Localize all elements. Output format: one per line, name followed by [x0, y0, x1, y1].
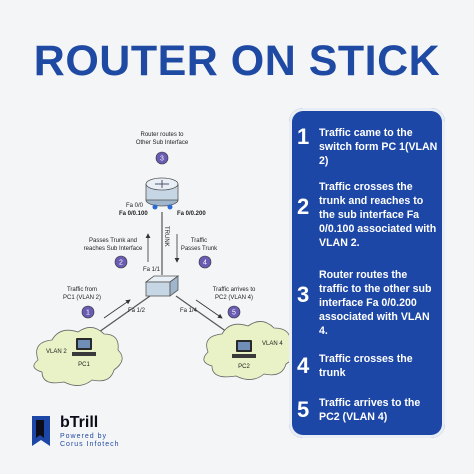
badge-1: 1 — [81, 305, 95, 319]
arrow-switch-to-pc2 — [195, 299, 223, 319]
pc1-icon — [72, 338, 96, 356]
router-port-fa00: Fa 0/0 — [126, 203, 144, 209]
switch-port-fa12: Fa 1/2 — [128, 308, 146, 314]
pc2-caption-line1: Traffic arrives to — [213, 287, 256, 293]
step-text: Router routes the traffic to the other s… — [319, 269, 432, 337]
switch-port-fa14: Fa 1/4 — [180, 308, 198, 314]
step-number: 5 — [297, 397, 310, 422]
page-title: ROUTER ON STICK — [33, 37, 441, 85]
svg-text:1: 1 — [86, 310, 90, 317]
step-text: Traffic crosses the trunk — [319, 353, 413, 379]
pc2-caption-line2: PC2 (VLAN 4) — [215, 295, 253, 301]
left-caption-line2: reaches Sub Interface — [84, 246, 143, 252]
pc2-label: PC2 — [238, 364, 250, 370]
step-number: 3 — [297, 282, 310, 307]
badge-2: 2 — [114, 255, 128, 269]
step-number: 4 — [297, 353, 310, 378]
svg-text:4: 4 — [203, 260, 207, 267]
right-caption-line1: Traffic — [191, 238, 207, 244]
step-number: 1 — [297, 124, 310, 149]
router-caption-line1: Router routes to — [140, 132, 184, 138]
router-port-right-dot — [167, 204, 173, 210]
step-number: 2 — [297, 194, 310, 219]
vlan2-cloud — [33, 327, 123, 386]
pc1-caption-line1: Traffic from — [67, 287, 97, 293]
router-caption-line2: Other Sub Interface — [136, 140, 189, 146]
vlan4-label: VLAN 4 — [262, 341, 283, 347]
brand-powered-by: Powered by — [60, 433, 107, 440]
step-text: Traffic arrives to the PC2 (VLAN 4) — [319, 397, 421, 423]
badge-4: 4 — [198, 255, 212, 269]
trunk-label: TRUNK — [163, 226, 169, 247]
switch-port-fa11: Fa 1/1 — [143, 267, 161, 273]
badge-3: 3 — [155, 151, 169, 165]
pc1-caption-line2: PC1 (VLAN 2) — [63, 295, 101, 301]
brand-name: bTrill — [60, 414, 99, 431]
step-text: Traffic crosses the trunk and reaches to… — [319, 181, 437, 249]
brand-logo: bTrill Powered by Corus Infotech — [30, 414, 150, 454]
badge-5: 5 — [227, 305, 241, 319]
svg-text:3: 3 — [160, 156, 164, 163]
pc2-icon — [232, 340, 256, 358]
pc1-label: PC1 — [78, 362, 90, 368]
bookmark-logo-icon — [32, 416, 50, 446]
step-text: Traffic came to the switch form PC 1(VLA… — [319, 127, 438, 167]
svg-text:2: 2 — [119, 260, 123, 267]
router-icon — [145, 177, 179, 207]
arrow-pc1-to-switch — [103, 299, 131, 319]
router-sub-interface-100: Fa 0/0.100 — [119, 211, 148, 217]
left-caption-line1: Passes Trunk and — [89, 238, 137, 244]
vlan2-label: VLAN 2 — [46, 349, 67, 355]
svg-text:5: 5 — [232, 310, 236, 317]
steps-panel: 1 Traffic came to the switch form PC 1(V… — [289, 108, 445, 438]
switch-icon — [144, 275, 180, 297]
router-port-left-dot — [152, 204, 158, 210]
right-caption-line2: Passes Trunk — [181, 246, 218, 252]
router-sub-interface-200: Fa 0/0.200 — [177, 211, 206, 217]
brand-company: Corus Infotech — [60, 441, 120, 448]
